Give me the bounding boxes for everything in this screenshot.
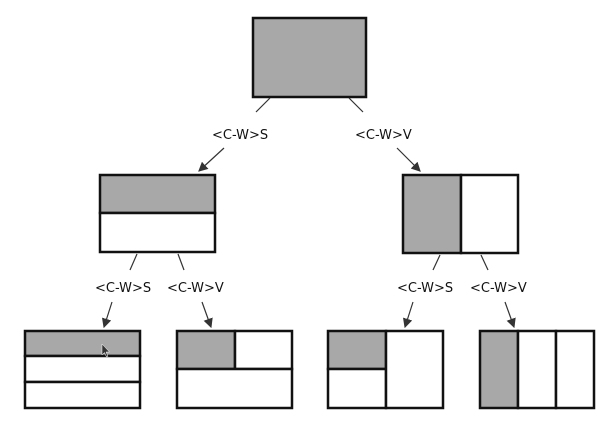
connector-stacked-left (129, 253, 138, 271)
window-left-split-right-full (326, 329, 445, 410)
stacked3-bottom-pane (23, 380, 142, 410)
split-horizontal-label: <C-W>S (397, 281, 453, 296)
arrow-to-side-by-side-3 (504, 301, 516, 329)
arrow-to-left-split (402, 301, 414, 329)
stacked3-middle-pane (23, 354, 142, 384)
stacked3-top-active-pane (23, 329, 142, 358)
leftsplit-right-pane (384, 329, 445, 410)
root-active-pane (251, 16, 368, 99)
topsplit-right-pane (233, 329, 294, 371)
split-vertical-label: <C-W>V (355, 128, 412, 143)
split-horizontal-label: <C-W>S (95, 281, 151, 296)
arrow-to-stacked (198, 147, 225, 172)
side-left-active-pane (401, 173, 463, 255)
side3-middle-pane (516, 329, 558, 410)
side3-right-pane (554, 329, 596, 410)
mouse-pointer-icon (101, 343, 111, 358)
topsplit-bottom-pane (175, 367, 294, 410)
stacked-top-active-pane (98, 173, 217, 215)
side-right-pane (459, 173, 520, 255)
split-horizontal-label: <C-W>S (212, 128, 268, 143)
window-side-by-side-2 (401, 173, 520, 255)
arrow-to-stacked-3 (101, 301, 113, 329)
side3-left-active-pane (478, 329, 520, 410)
arrow-to-side-by-side (396, 147, 421, 172)
window-stacked-3 (23, 329, 142, 410)
connector-side-right (480, 254, 489, 271)
leftsplit-bottom-pane (326, 367, 388, 410)
connector-side-left (432, 254, 441, 271)
split-vertical-label: <C-W>V (470, 281, 527, 296)
stacked-bottom-pane (98, 211, 217, 254)
root-window (251, 16, 368, 99)
connector-root-right (348, 97, 364, 113)
window-side-by-side-3 (478, 329, 596, 410)
window-stacked-2 (98, 173, 217, 254)
connector-root-left (255, 97, 271, 113)
split-vertical-label: <C-W>V (167, 281, 224, 296)
window-top-split-bottom-full (175, 329, 294, 410)
connector-stacked-right (177, 253, 185, 271)
topsplit-left-active-pane (175, 329, 237, 371)
arrow-to-top-split (201, 301, 213, 329)
leftsplit-top-active-pane (326, 329, 388, 371)
